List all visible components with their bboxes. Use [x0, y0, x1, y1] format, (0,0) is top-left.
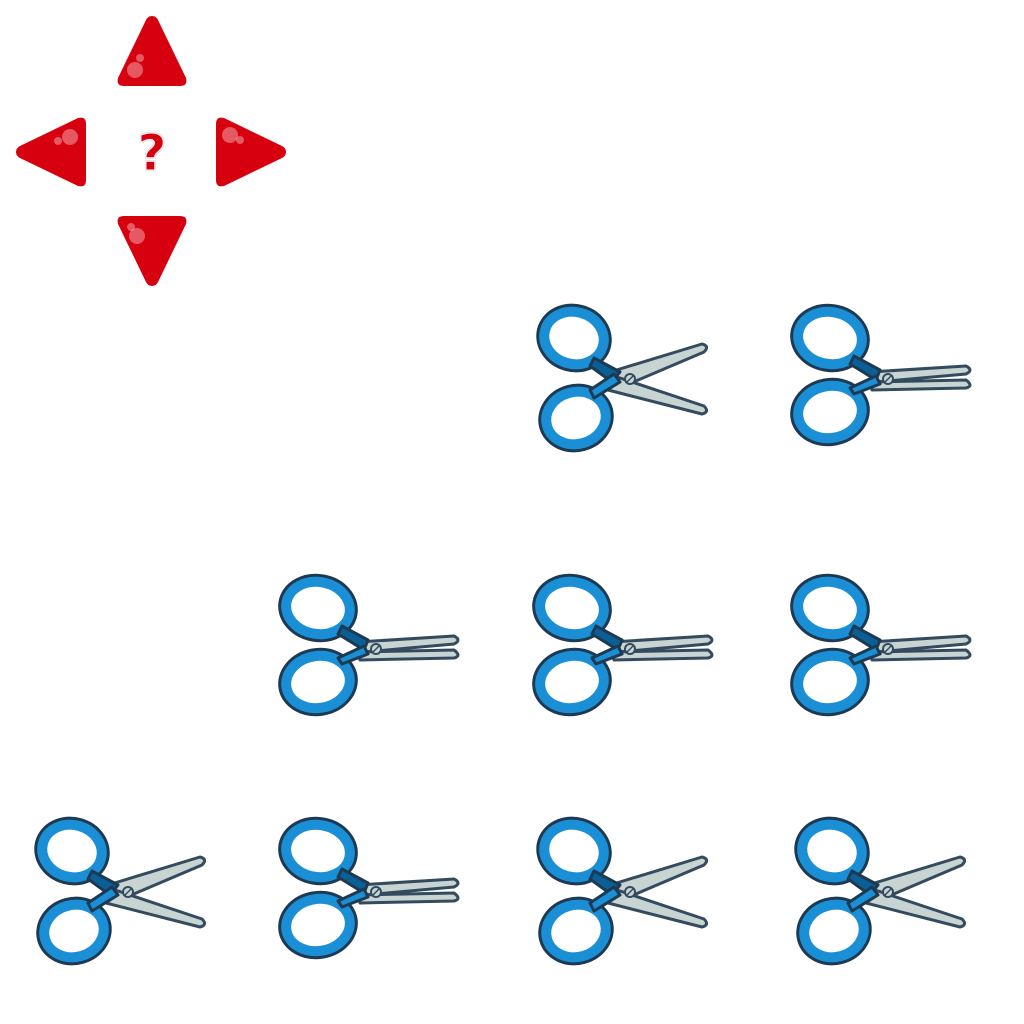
scissors-open-icon	[794, 816, 967, 966]
tile-r1-c2[interactable]	[532, 572, 722, 722]
tile-r1-c1[interactable]	[278, 572, 468, 722]
tile-r2-c2[interactable]	[532, 815, 722, 966]
tile-r1-c3[interactable]	[790, 572, 980, 722]
triangle-right-icon	[216, 117, 286, 187]
tile-r0-c3[interactable]	[790, 302, 980, 452]
down-arrow-button[interactable]	[112, 212, 192, 290]
scissors-closed-icon	[790, 303, 972, 447]
tile-r2-c0[interactable]	[30, 815, 220, 966]
scissors-open-icon	[536, 816, 709, 966]
question-mark-icon: ?	[137, 124, 167, 182]
scissors-open-icon	[536, 303, 709, 453]
triangle-up-icon	[117, 16, 187, 86]
right-arrow-button[interactable]	[212, 112, 290, 192]
direction-pad: ?	[0, 0, 300, 300]
tile-r2-c1[interactable]	[278, 815, 468, 965]
up-arrow-button[interactable]	[112, 12, 192, 90]
scissors-closed-icon	[532, 573, 714, 717]
hint-button[interactable]: ?	[122, 118, 182, 188]
triangle-down-icon	[117, 216, 187, 286]
left-arrow-button[interactable]	[12, 112, 90, 192]
scissors-open-icon	[34, 816, 207, 966]
scissors-closed-icon	[278, 573, 460, 717]
tile-r2-c3[interactable]	[790, 815, 980, 966]
scissors-closed-icon	[790, 573, 972, 717]
triangle-left-icon	[16, 117, 86, 187]
scissors-closed-icon	[278, 816, 460, 960]
tile-r0-c2[interactable]	[532, 302, 722, 453]
